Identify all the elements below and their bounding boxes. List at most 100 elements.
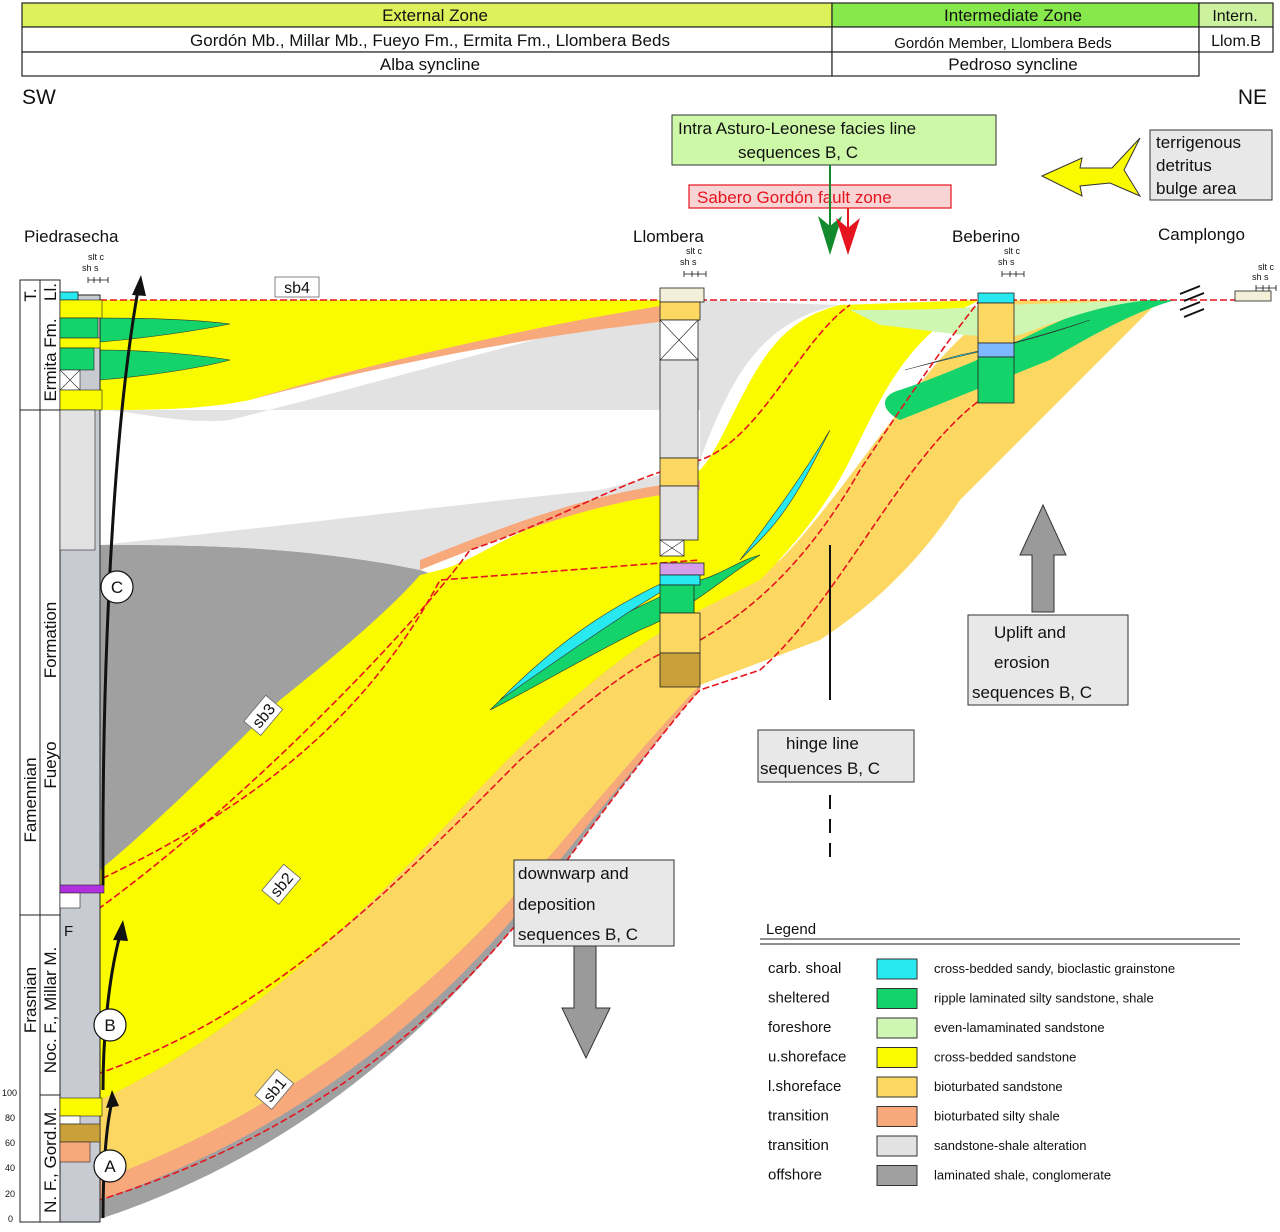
legend-description: even-lamaminated sandstone [934,1020,1105,1035]
scale-tick-40: 40 [5,1163,15,1173]
fault-zone-box: Sabero Gordón fault zone [688,184,952,209]
uplift-text-1: Uplift and [994,623,1066,642]
legend-swatch [876,988,918,1009]
hinge-line-text-2: sequences B, C [760,759,880,778]
carb-shoal-wedge-hinge [739,429,831,561]
downwarp-arrow [561,945,611,1060]
sequence-markers: A B C [93,570,134,1183]
uplift-text-2: erosion [994,653,1050,672]
ne-label: NE [1238,86,1267,109]
alteration-upper-body [100,300,840,570]
sequence-c-label: C [111,578,123,597]
sb3-boundary [89,304,851,916]
legend-swatch [876,1165,918,1186]
facies-line-text-1: Intra Asturo-Leonese facies line [678,119,916,138]
legend-env-label: u.shoreface [768,1049,846,1066]
beberino-column [977,292,1015,404]
legend-env-label: offshore [768,1167,822,1184]
grain-scale-beberino-top: slt c [1004,246,1021,256]
section-names: Piedrasecha Llombera Beberino Camplongo [24,225,1245,246]
sw-label: SW [22,86,56,109]
legend-description: bioturbated silty shale [934,1109,1060,1124]
legend-description: cross-bedded sandstone [934,1050,1076,1065]
facies-line-down-arrow [818,216,842,255]
llombera-column [659,287,705,688]
noc-millar-label: Noc. F., Millar M. [41,947,60,1074]
terrigenous-text-1: terrigenous [1156,133,1241,152]
legend: Legend carb. shoal cross-bedded sandy, bi… [760,921,1240,1186]
ermita-label: Ermita Fm. [41,318,60,401]
facies-line-box: Intra Asturo-Leonese facies line sequenc… [671,114,997,166]
hinge-line-text-1: hinge line [786,734,859,753]
frasnian-label: Frasnian [21,967,40,1033]
sheltered-tongue-lower [99,349,231,381]
grain-scale-camplongo-top: slt c [1258,262,1275,272]
downwarp-text-1: downwarp and [518,864,629,883]
llombera-label: Llombera [633,227,704,246]
f-label: F [64,923,73,940]
legend-swatch [876,1106,918,1127]
lower-shoreface-wedge [100,300,1160,1180]
legend-swatch [876,1076,918,1098]
legend-description: cross-bedded sandy, bioclastic grainston… [934,961,1175,976]
legend-env-label: foreshore [768,1019,831,1036]
legend-description: laminated shale, conglomerate [934,1168,1111,1183]
grain-scale-beberino-bottom: sh s [998,257,1015,267]
beberino-label: Beberino [952,227,1020,246]
legend-env-label: carb. shoal [768,960,841,977]
camplongo-label: Camplongo [1158,225,1245,244]
grain-scale-llombera-top: slt c [686,246,703,256]
detritus-supply-arrow [1040,137,1142,198]
intermediate-units-label: Gordón Member, Llombera Beds [894,35,1112,52]
legend-env-label: transition [768,1137,829,1154]
sb4-label: sb4 [284,280,310,297]
terrigenous-box: terrigenous detritus bulge area [1149,129,1273,201]
legend-env-label: l.shoreface [768,1078,841,1095]
legend-description: bioturbated sandstone [934,1079,1063,1094]
famennian-label: Famennian [21,757,40,842]
legend-title: Legend [766,921,816,938]
scale-tick-80: 80 [5,1113,15,1123]
sheltered-body-ne [885,300,1175,420]
sb1-boundary [19,299,981,1096]
alteration-top-body [100,300,700,422]
grain-scale-camplongo-bottom: sh s [1252,272,1269,282]
fueyo-label: Fueyo [41,741,60,788]
ll-label: Ll. [41,283,60,301]
terrigenous-text-3: bulge area [1156,179,1237,198]
alba-syncline-label: Alba syncline [380,55,480,74]
intern-units-label: Llom.B [1211,33,1261,50]
legend-env-label: transition [768,1108,829,1125]
legend-description: ripple laminated silty sandstone, shale [934,991,1154,1006]
sequence-b-label: B [104,1016,115,1035]
legend-env-label: sheltered [768,990,830,1007]
legend-description: sandstone-shale alteration [934,1138,1087,1153]
uplift-arrow [1019,503,1067,613]
piedrasecha-label: Piedrasecha [24,227,119,246]
external-units-label: Gordón Mb., Millar Mb., Fueyo Fm., Ermit… [190,31,670,50]
hinge-line-box: hinge line sequences B, C [757,729,915,783]
legend-swatch [876,1135,918,1157]
external-zone-label: External Zone [382,6,488,25]
scale-tick-100: 100 [2,1088,17,1098]
downwarp-text-2: deposition [518,895,596,914]
formation-label: Formation [41,602,60,679]
thickness-scale: 100 80 60 40 20 0 [2,1088,21,1224]
upper-shoreface-body [100,300,980,1100]
facies-line-text-2: sequences B, C [738,143,858,162]
external-zone-cell [21,2,833,28]
uplift-box: Uplift and erosion sequences B, C [967,614,1129,706]
scale-tick-0: 0 [8,1214,13,1224]
intermediate-zone-cell [831,2,1200,28]
legend-swatch [876,958,918,980]
fault-zone-down-arrow [836,218,860,255]
scale-tick-20: 20 [5,1189,15,1199]
camplongo-column [1179,285,1272,318]
terrigenous-text-2: detritus [1156,156,1212,175]
intern-zone-label: Intern. [1212,8,1257,25]
stratigraphic-labels: Famennian Frasnian T. Ll. Ermita Fm. Fue… [21,283,73,1213]
piedrasecha-column [19,279,105,1223]
downwarp-box: downwarp and deposition sequences B, C [513,859,675,947]
scale-tick-60: 60 [5,1138,15,1148]
downwarp-text-3: sequences B, C [518,925,638,944]
